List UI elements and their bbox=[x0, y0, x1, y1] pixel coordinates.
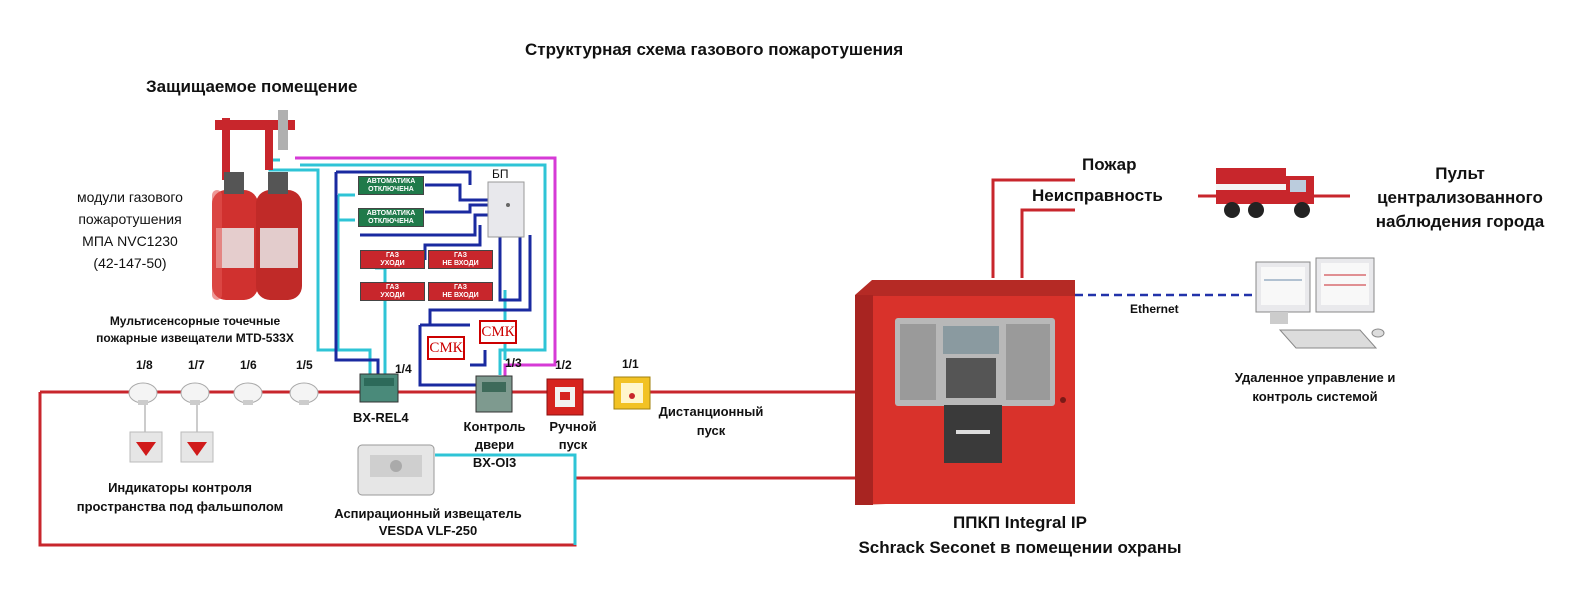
sign-gas-leave-2: ГАЗ УХОДИ bbox=[360, 282, 425, 301]
vesda-unit bbox=[357, 444, 435, 496]
sign-text: АВТОМАТИКА bbox=[366, 177, 416, 185]
address-1-2: 1/2 bbox=[555, 358, 572, 372]
detectors-caption: Мультисенсорные точечные пожарные извеща… bbox=[75, 313, 315, 347]
sign-text: ГАЗ bbox=[386, 283, 399, 291]
protected-room-label: Защищаемое помещение bbox=[146, 77, 358, 96]
ethernet-label: Ethernet bbox=[1130, 302, 1179, 316]
bx-rel4-module bbox=[359, 373, 399, 403]
manual-start-caption: Ручной пуск bbox=[543, 418, 603, 454]
bx-oi3-module bbox=[475, 375, 513, 413]
sign-auto-off-1: АВТОМАТИКА ОТКЛЮЧЕНА bbox=[358, 176, 424, 195]
address-1-8: 1/8 bbox=[136, 358, 153, 372]
sign-text: ГАЗ bbox=[386, 251, 399, 259]
fault-signal-label: Неисправность bbox=[1032, 186, 1163, 205]
detector-1-6 bbox=[233, 382, 263, 405]
caption-line: Индикаторы контроля bbox=[108, 480, 252, 495]
sign-gas-leave-1: ГАЗ УХОДИ bbox=[360, 250, 425, 269]
address-1-5: 1/5 bbox=[296, 358, 313, 372]
sign-text: АВТОМАТИКА bbox=[366, 209, 416, 217]
door-control-caption: Контроль двери BX-OI3 bbox=[462, 418, 527, 472]
sign-text: УХОДИ bbox=[380, 291, 405, 299]
caption-line: пространства под фальшполом bbox=[76, 499, 284, 514]
bp-label: БП bbox=[492, 167, 509, 181]
point-detectors bbox=[128, 382, 319, 405]
address-1-4: 1/4 bbox=[395, 362, 412, 376]
sign-text: ОТКЛЮЧЕНА bbox=[368, 217, 414, 225]
central-station-caption: Пульт централизованного наблюдения город… bbox=[1345, 162, 1575, 234]
sign-auto-off-2: АВТОМАТИКА ОТКЛЮЧЕНА bbox=[358, 208, 424, 227]
sign-text: НЕ ВХОДИ bbox=[442, 259, 479, 267]
manual-call-point bbox=[546, 378, 584, 416]
smk-sensor-2: СМК bbox=[479, 320, 517, 344]
caption-line: двери bbox=[474, 437, 515, 452]
blue-wires bbox=[334, 170, 532, 387]
caption-line: МПА NVC1230 bbox=[82, 233, 178, 249]
floor-indicators-caption: Индикаторы контроля пространства под фал… bbox=[55, 478, 305, 516]
magenta-wire bbox=[295, 156, 557, 378]
caption-line: Удаленное управление и bbox=[1234, 370, 1396, 385]
floor-indicators bbox=[129, 405, 214, 463]
remote-start-caption: Дистанционный пуск bbox=[648, 402, 774, 440]
detector-1-8 bbox=[128, 382, 158, 405]
caption-line: пожаротушения bbox=[78, 211, 182, 227]
sign-text: НЕ ВХОДИ bbox=[442, 291, 479, 299]
sign-gas-no-enter-1: ГАЗ НЕ ВХОДИ bbox=[428, 250, 493, 269]
caption-line: наблюдения города bbox=[1375, 212, 1545, 231]
caption-line: ППКП Integral IP bbox=[953, 513, 1087, 532]
fire-truck bbox=[1216, 168, 1314, 218]
sign-text: УХОДИ bbox=[380, 259, 405, 267]
control-panel bbox=[855, 280, 1075, 505]
smk-sensor-1: СМК bbox=[427, 336, 465, 360]
caption-line: Schrack Seconet в помещении охраны bbox=[858, 538, 1182, 557]
address-1-6: 1/6 bbox=[240, 358, 257, 372]
caption-line: Ручной bbox=[549, 419, 597, 434]
caption-line: Аспирационный извещатель bbox=[334, 506, 522, 521]
address-1-1: 1/1 bbox=[622, 357, 639, 371]
sign-text: ОТКЛЮЧЕНА bbox=[368, 185, 414, 193]
caption-line: Мультисенсорные точечные bbox=[109, 314, 281, 328]
caption-line: BX-OI3 bbox=[472, 455, 517, 470]
caption-line: VESDA VLF-250 bbox=[378, 523, 478, 538]
gas-cylinders bbox=[212, 110, 302, 300]
detector-1-7 bbox=[180, 382, 210, 405]
address-1-7: 1/7 bbox=[188, 358, 205, 372]
panel-caption: ППКП Integral IP Schrack Seconet в помещ… bbox=[790, 510, 1250, 560]
remote-start-button bbox=[613, 376, 651, 410]
workstation bbox=[1255, 257, 1385, 349]
aspiration-caption: Аспирационный извещатель VESDA VLF-250 bbox=[316, 505, 540, 539]
sign-gas-no-enter-2: ГАЗ НЕ ВХОДИ bbox=[428, 282, 493, 301]
sign-text: ГАЗ bbox=[454, 251, 467, 259]
diagram-title: Структурная схема газового пожаротушения bbox=[525, 40, 904, 59]
power-supply bbox=[487, 181, 525, 238]
caption-line: пожарные извещатели MTD-533X bbox=[96, 331, 294, 345]
caption-line: Дистанционный bbox=[658, 404, 764, 419]
caption-line: Пульт bbox=[1435, 164, 1485, 183]
caption-line: пуск bbox=[558, 437, 588, 452]
caption-line: (42-147-50) bbox=[93, 255, 167, 271]
caption-line: централизованного bbox=[1377, 188, 1543, 207]
sign-text: ГАЗ bbox=[454, 283, 467, 291]
modules-caption: модули газового пожаротушения МПА NVC123… bbox=[50, 186, 210, 274]
fire-signal-label: Пожар bbox=[1082, 155, 1137, 174]
remote-control-caption: Удаленное управление и контроль системой bbox=[1200, 368, 1430, 406]
caption-line: модули газового bbox=[77, 189, 183, 205]
caption-line: Контроль bbox=[463, 419, 526, 434]
bx-rel4-label: BX-REL4 bbox=[353, 410, 409, 425]
caption-line: контроль системой bbox=[1252, 389, 1378, 404]
detector-1-5 bbox=[289, 382, 319, 405]
address-1-3: 1/3 bbox=[505, 356, 522, 370]
caption-line: пуск bbox=[696, 423, 726, 438]
